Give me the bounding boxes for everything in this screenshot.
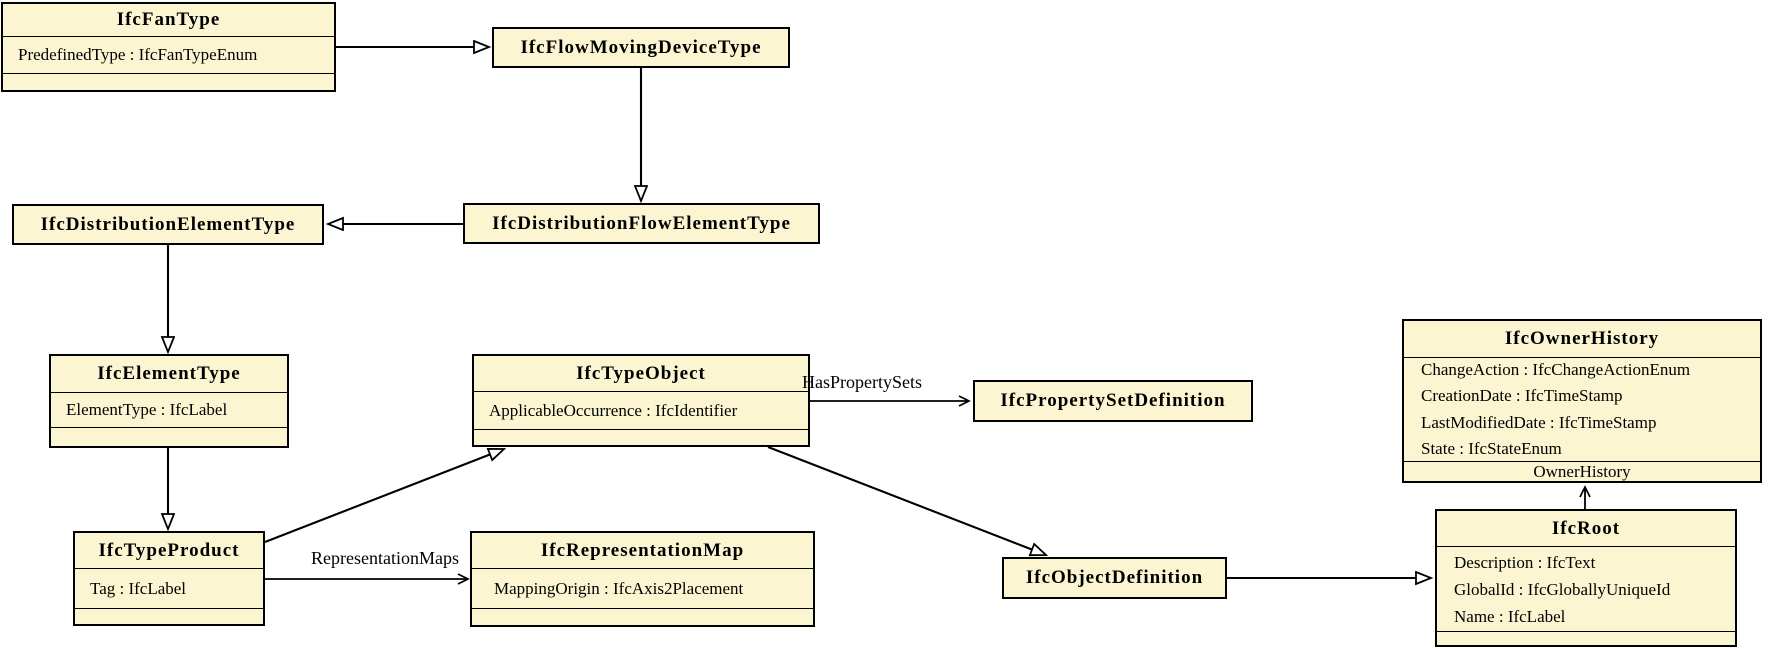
class-title: IfcDistributionElementType (40, 213, 296, 235)
class-attribute: Name : IfcLabel (1454, 606, 1566, 626)
class-ifc-distribution-element-type: IfcDistributionElementType (12, 204, 324, 245)
class-ifc-root: IfcRoot Description : IfcText GlobalId :… (1435, 509, 1737, 647)
class-ifc-element-type: IfcElementType ElementType : IfcLabel (49, 354, 289, 448)
class-title: IfcPropertySetDefinition (1000, 390, 1226, 411)
class-ifc-object-definition: IfcObjectDefinition (1002, 557, 1227, 599)
class-attribute: LastModifiedDate : IfcTimeStamp (1421, 412, 1657, 432)
class-attribute: ChangeAction : IfcChangeActionEnum (1421, 359, 1691, 379)
class-attribute: PredefinedType : IfcFanTypeEnum (18, 45, 258, 64)
class-ifc-owner-history: IfcOwnerHistory ChangeAction : IfcChange… (1402, 319, 1762, 483)
class-title: IfcTypeProduct (98, 539, 240, 561)
class-title: IfcDistributionFlowElementType (492, 212, 791, 234)
class-title: IfcOwnerHistory (1504, 328, 1660, 349)
class-operations-empty (1437, 631, 1735, 645)
class-attribute: Description : IfcText (1454, 552, 1596, 572)
class-attribute: ElementType : IfcLabel (66, 400, 228, 419)
class-operations-empty (474, 429, 808, 445)
edge-label-representation-maps: RepresentationMaps (311, 548, 459, 568)
class-title: IfcFlowMovingDeviceType (520, 36, 762, 58)
class-attribute: Tag : IfcLabel (90, 578, 187, 598)
class-ifc-type-object: IfcTypeObject ApplicableOccurrence : Ifc… (472, 354, 810, 447)
class-ifc-property-set-definition: IfcPropertySetDefinition (973, 380, 1253, 422)
class-attribute: GlobalId : IfcGloballyUniqueId (1454, 579, 1671, 599)
class-operations-empty (3, 73, 334, 90)
class-title: IfcRepresentationMap (540, 539, 745, 561)
class-ifc-type-product: IfcTypeProduct Tag : IfcLabel (73, 531, 265, 626)
class-ifc-distribution-flow-element-type: IfcDistributionFlowElementType (463, 203, 820, 244)
class-title: IfcFanType (116, 9, 221, 30)
class-title: IfcObjectDefinition (1025, 567, 1204, 588)
class-attribute: ApplicableOccurrence : IfcIdentifier (489, 400, 738, 420)
class-title: IfcRoot (1551, 517, 1621, 539)
edge-label-owner-history: OwnerHistory (1533, 461, 1631, 481)
edge-gen-ifctypeproduct-ifctypeobject (264, 449, 504, 543)
edge-label-has-property-sets: HasPropertySets (802, 372, 922, 392)
class-operations-empty (472, 608, 813, 625)
class-ifc-flow-moving-device-type: IfcFlowMovingDeviceType (492, 27, 790, 68)
class-title: IfcElementType (97, 363, 241, 384)
class-operations-empty (75, 608, 263, 624)
class-attribute: State : IfcStateEnum (1421, 439, 1562, 458)
class-ifc-representation-map: IfcRepresentationMap MappingOrigin : Ifc… (470, 531, 815, 627)
class-title: IfcTypeObject (576, 362, 706, 384)
class-attribute: CreationDate : IfcTimeStamp (1421, 386, 1623, 405)
class-ifc-fan-type: IfcFanType PredefinedType : IfcFanTypeEn… (1, 2, 336, 92)
class-attribute: MappingOrigin : IfcAxis2Placement (494, 578, 744, 598)
class-operations-empty (51, 427, 287, 446)
